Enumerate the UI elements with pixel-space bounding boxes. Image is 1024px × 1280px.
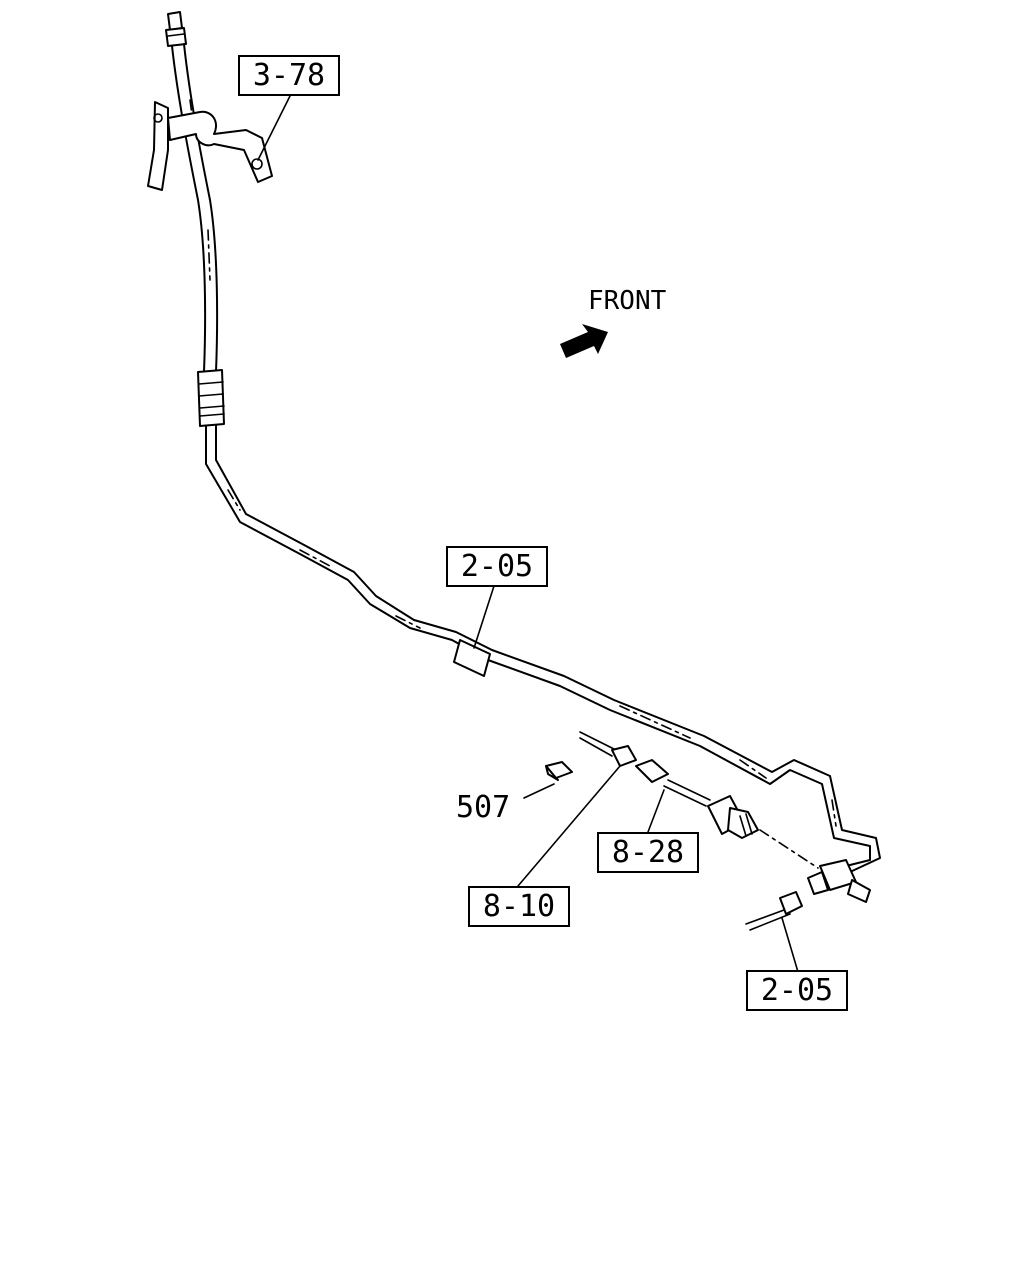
union-bolt bbox=[745, 891, 803, 931]
callout-pipe-ref[interactable]: 2-05 bbox=[446, 546, 548, 587]
hose-bracket bbox=[147, 101, 273, 191]
sensor-harness bbox=[579, 731, 819, 869]
callout-bracket-ref[interactable]: 3-78 bbox=[238, 55, 340, 96]
pipe-sleeve bbox=[453, 639, 491, 677]
brake-hose bbox=[171, 43, 219, 373]
leader-pipe bbox=[473, 585, 495, 649]
leader-bracket bbox=[257, 95, 291, 161]
direction-label: FRONT bbox=[588, 286, 667, 316]
leader-connector bbox=[517, 765, 621, 887]
hose-coupling bbox=[197, 369, 225, 427]
arrow-upright-icon bbox=[560, 324, 608, 358]
leader-bolt bbox=[781, 917, 799, 973]
pipe-tee bbox=[807, 859, 871, 903]
pressure-switch bbox=[707, 795, 759, 839]
brake-pipe bbox=[205, 425, 881, 873]
clip-part bbox=[545, 761, 573, 781]
leader-sensor bbox=[647, 789, 665, 833]
callout-bolt-ref[interactable]: 2-05 bbox=[746, 970, 848, 1011]
callout-sensor-ref[interactable]: 8-28 bbox=[597, 832, 699, 873]
leader-clip bbox=[523, 783, 555, 799]
callout-connector-ref[interactable]: 8-10 bbox=[468, 886, 570, 927]
callout-clip-ref[interactable]: 507 bbox=[456, 790, 511, 825]
top-fitting bbox=[165, 11, 187, 47]
